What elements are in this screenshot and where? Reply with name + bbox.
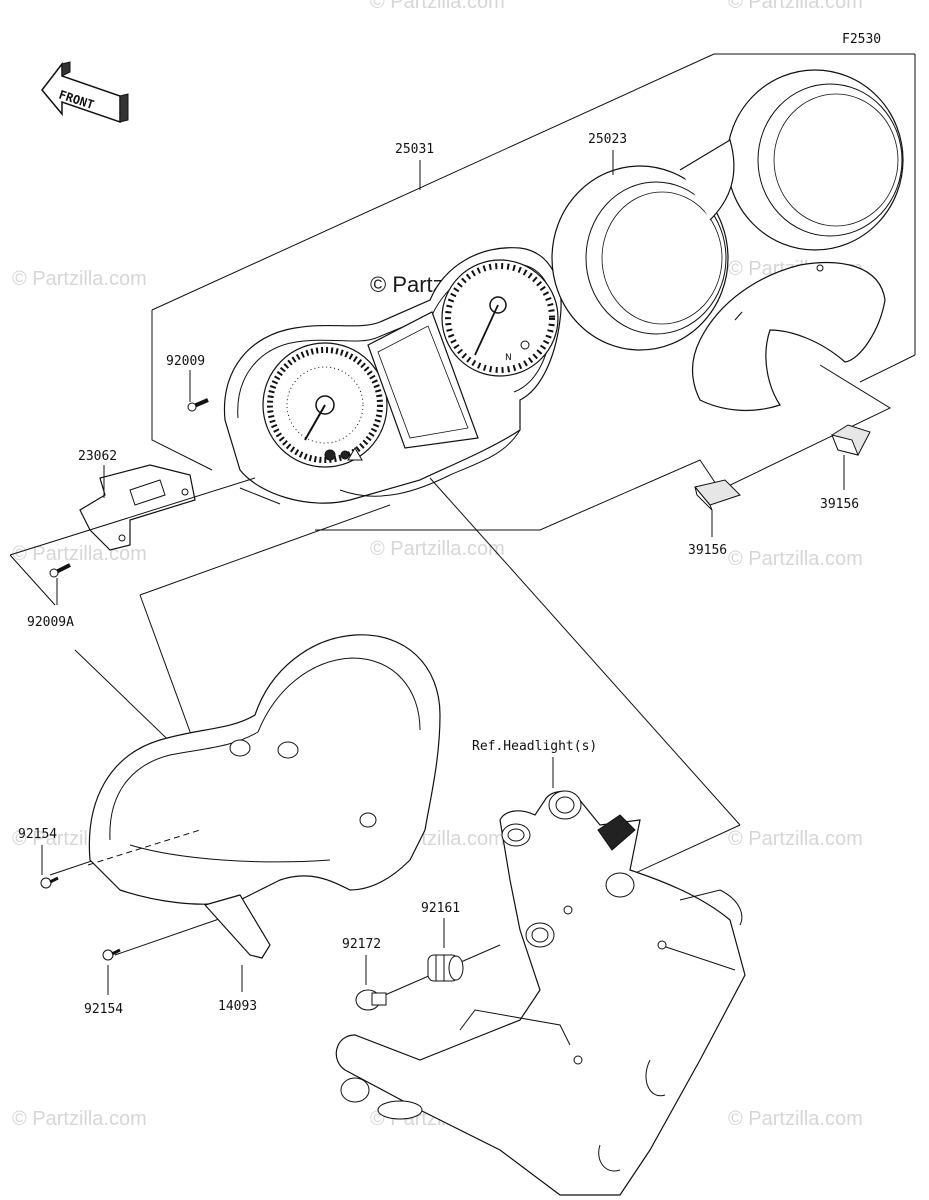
- part-label-39156-right: 39156: [820, 497, 859, 512]
- bracket-23062: [79, 464, 196, 551]
- part-label-92161: 92161: [421, 901, 460, 916]
- screw-92009: [187, 398, 209, 412]
- screw-92009a: [49, 563, 71, 578]
- meter-cover-14093: [87, 634, 441, 959]
- front-arrow-icon: FRONT: [41, 61, 129, 124]
- watermark: © Partzilla.com: [728, 548, 863, 570]
- part-label-25023: 25023: [588, 132, 627, 147]
- screw-92154-bottom: [102, 948, 121, 961]
- clip-39156-right: [831, 424, 871, 456]
- part-label-39156-left: 39156: [688, 543, 727, 558]
- leader-lines: [9, 150, 845, 996]
- headlight-bracket: [335, 790, 746, 1196]
- assembly-boundary: [151, 53, 916, 531]
- watermark: © Partzilla.com: [370, 0, 505, 13]
- watermark: © Partzilla.com: [728, 828, 863, 850]
- reference-label-headlight: Ref.Headlight(s): [472, 739, 597, 754]
- part-label-92172: 92172: [342, 937, 381, 952]
- part-label-92154-top: 92154: [18, 827, 57, 842]
- svg-text:N: N: [505, 353, 512, 363]
- part-label-92009a: 92009A: [27, 615, 74, 630]
- meter-bezel: [551, 69, 904, 412]
- part-label-23062: 23062: [78, 449, 117, 464]
- watermark: © Partzilla.com: [12, 1108, 147, 1130]
- part-label-14093: 14093: [218, 999, 257, 1014]
- watermark: © Partzilla.com: [728, 0, 863, 13]
- screw-92154-top: [40, 876, 59, 889]
- watermark: © Partzilla.com: [370, 538, 505, 560]
- diagram-code: F2530: [842, 32, 881, 47]
- grommet-92161: [427, 954, 464, 982]
- collar-92172: [355, 989, 387, 1011]
- clip-39156-left: [694, 479, 741, 511]
- watermark: © Partzilla.com: [12, 268, 147, 290]
- part-label-92009: 92009: [166, 354, 205, 369]
- watermark: © Partzilla.com: [728, 1108, 863, 1130]
- part-label-92154-bottom: 92154: [84, 1002, 123, 1017]
- part-label-25031: 25031: [395, 142, 434, 157]
